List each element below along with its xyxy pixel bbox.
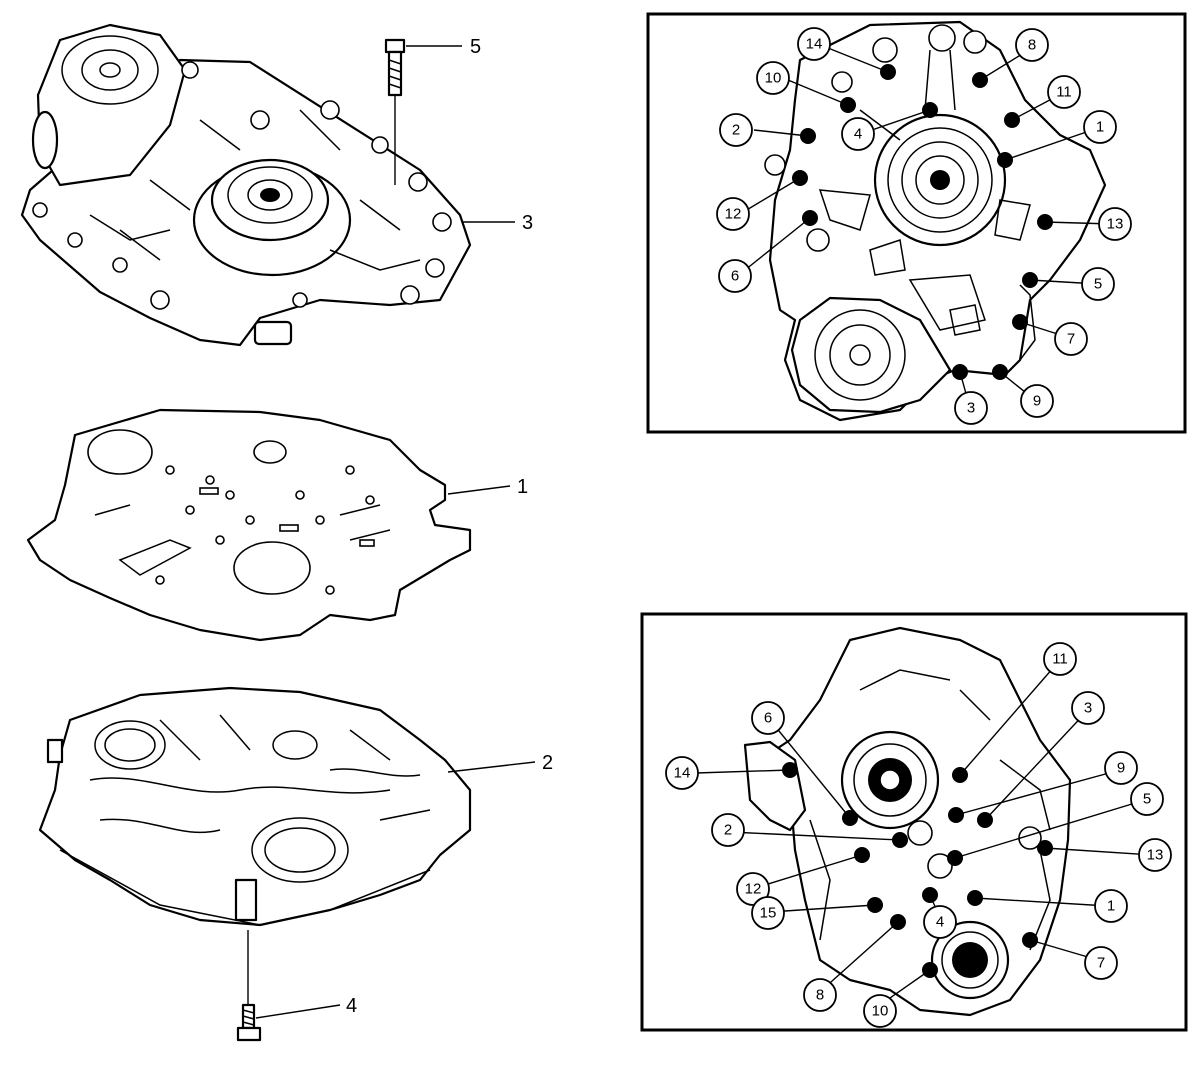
lower-callout-12: 12 (736, 872, 770, 906)
svg-text:12: 12 (745, 881, 762, 898)
svg-text:11: 11 (1052, 651, 1068, 668)
svg-text:15: 15 (760, 905, 777, 922)
exploded-view: 5 3 1 (20, 23, 553, 1042)
svg-text:4: 4 (936, 914, 944, 931)
lower-callout-15: 15 (751, 896, 785, 930)
cover-assembly (20, 23, 472, 347)
upper-detail-panel: 14 8 10 11 1 2 4 12 13 6 5 7 3 9 (646, 12, 1187, 434)
upper-callout-6: 6 (718, 259, 752, 293)
upper-callout-13: 13 (1098, 207, 1132, 241)
lower-callout-6: 6 (751, 701, 785, 735)
lower-callout-3: 3 (1071, 691, 1105, 725)
callout-5: 5 (470, 36, 481, 58)
svg-text:1: 1 (1107, 898, 1115, 915)
svg-text:8: 8 (1028, 37, 1036, 54)
lower-callout-14: 14 (665, 756, 699, 790)
svg-text:13: 13 (1107, 216, 1124, 233)
upper-callout-7: 7 (1054, 322, 1088, 356)
lower-detail-panel: 11 6 3 14 9 5 2 13 12 1 4 15 7 8 10 (640, 612, 1188, 1032)
svg-text:5: 5 (1094, 276, 1102, 293)
svg-text:8: 8 (816, 987, 824, 1004)
svg-text:7: 7 (1097, 955, 1105, 972)
lower-callout-9: 9 (1104, 751, 1138, 785)
lower-callout-11: 11 (1043, 642, 1077, 676)
svg-text:13: 13 (1147, 847, 1164, 864)
bolt-5: 5 (384, 36, 481, 185)
svg-text:2: 2 (732, 122, 740, 139)
separator-plate: 1 (26, 408, 528, 642)
svg-text:3: 3 (967, 400, 975, 417)
lower-callout-1: 1 (1094, 889, 1128, 923)
svg-text:1: 1 (1096, 119, 1104, 136)
upper-callout-1: 1 (1083, 110, 1117, 144)
callout-1: 1 (517, 476, 528, 498)
svg-text:9: 9 (1033, 393, 1041, 410)
callout-3: 3 (522, 212, 533, 234)
svg-text:14: 14 (806, 36, 823, 53)
upper-callout-8: 8 (1015, 28, 1049, 62)
upper-callout-12: 12 (716, 197, 750, 231)
svg-text:9: 9 (1117, 760, 1125, 777)
svg-text:12: 12 (725, 206, 742, 223)
valve-body: 2 (38, 686, 553, 927)
upper-callout-4: 4 (841, 117, 875, 151)
svg-text:2: 2 (724, 822, 732, 839)
upper-callout-10: 10 (756, 61, 790, 95)
lower-callout-10: 10 (863, 994, 897, 1028)
upper-callout-11: 11 (1047, 75, 1081, 109)
bolt-4: 4 (236, 930, 357, 1042)
lower-callout-2: 2 (711, 813, 745, 847)
callout-2: 2 (542, 752, 553, 774)
svg-text:14: 14 (674, 765, 691, 782)
svg-text:10: 10 (765, 70, 782, 87)
upper-callout-5: 5 (1081, 267, 1115, 301)
svg-text:6: 6 (731, 268, 739, 285)
svg-text:7: 7 (1067, 331, 1075, 348)
callout-4: 4 (346, 995, 357, 1017)
svg-text:10: 10 (872, 1003, 889, 1020)
svg-text:11: 11 (1056, 84, 1072, 101)
lower-callout-8: 8 (803, 978, 837, 1012)
lower-callout-13: 13 (1138, 838, 1172, 872)
upper-callout-3: 3 (954, 391, 988, 425)
upper-callout-9: 9 (1020, 384, 1054, 418)
svg-text:3: 3 (1084, 700, 1092, 717)
lower-callout-7: 7 (1084, 946, 1118, 980)
upper-callout-14: 14 (797, 27, 831, 61)
lower-callout-5: 5 (1130, 782, 1164, 816)
svg-text:5: 5 (1143, 791, 1151, 808)
upper-callout-2: 2 (719, 113, 753, 147)
lower-callout-4: 4 (923, 905, 957, 939)
svg-text:6: 6 (764, 710, 772, 727)
svg-text:4: 4 (854, 126, 862, 143)
